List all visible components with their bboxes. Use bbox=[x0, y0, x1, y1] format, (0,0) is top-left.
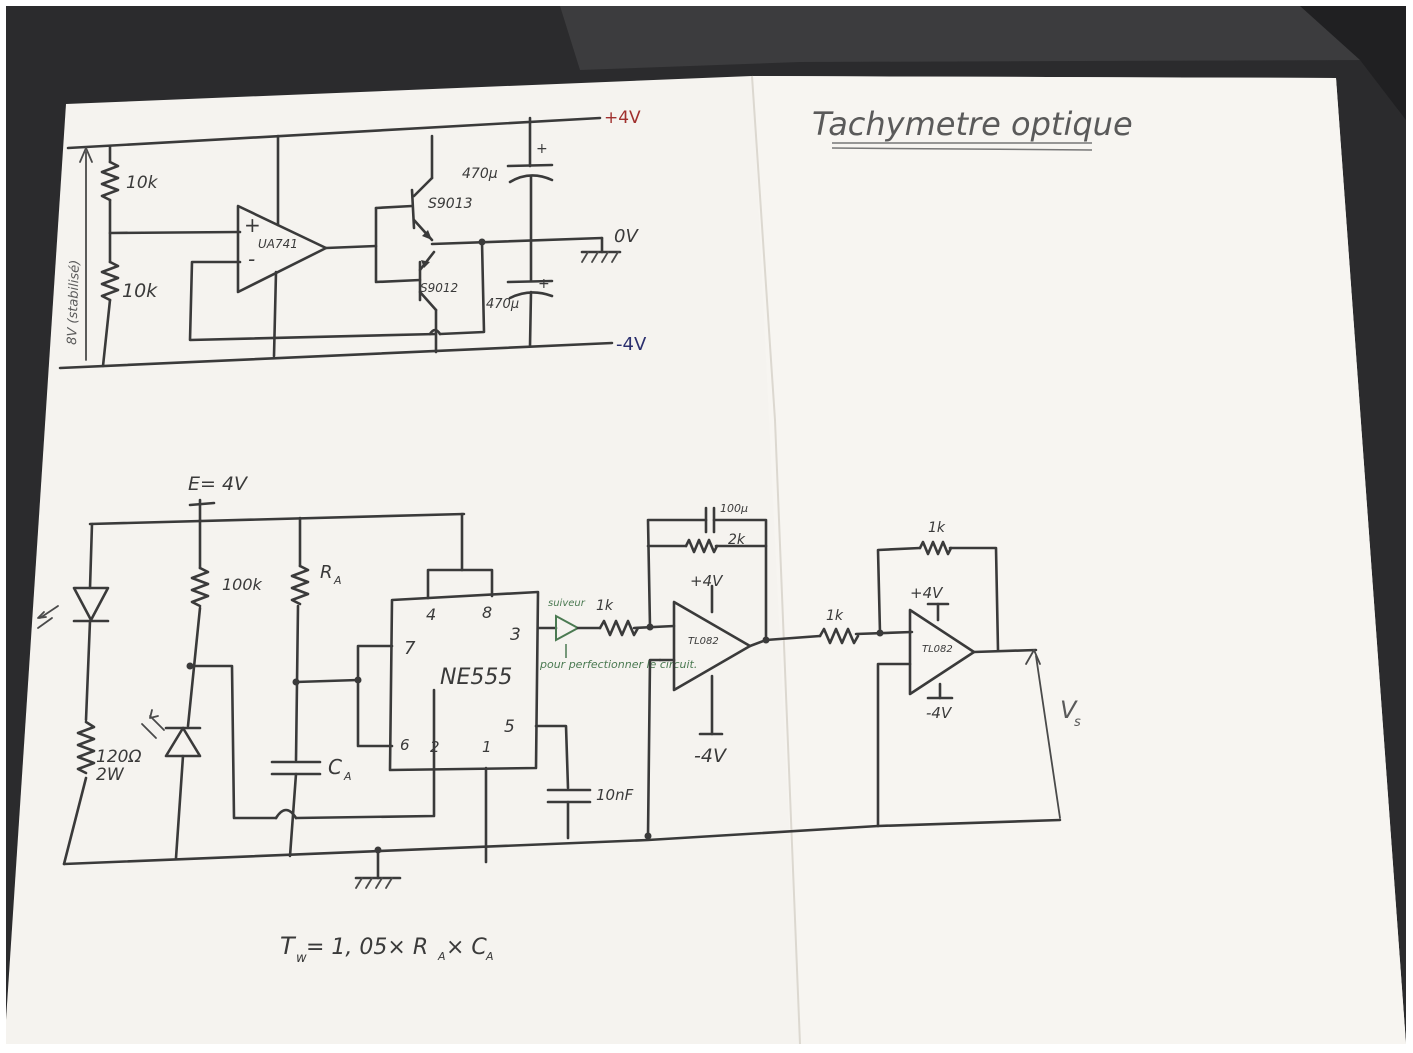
r-led-label: 120Ω bbox=[96, 747, 141, 767]
pin8-label: 8 bbox=[482, 603, 492, 622]
follower-buffer-icon bbox=[555, 614, 581, 642]
c1-plus: + bbox=[536, 141, 548, 157]
opamp-ua741 bbox=[236, 204, 328, 294]
resistor-r1 bbox=[100, 160, 120, 202]
supply-rail bbox=[88, 512, 466, 526]
power-supply-circuit: +4V -4V 8V (stabilisé) 10k 10k + - UA741 bbox=[58, 108, 647, 370]
ra-sub: A bbox=[333, 574, 342, 587]
c1-label: 470µ bbox=[462, 166, 498, 182]
formula-lhs: T bbox=[280, 932, 297, 960]
op2-pos: +4V bbox=[910, 584, 944, 602]
light-receive-icon bbox=[141, 709, 165, 739]
resistor-fb bbox=[684, 538, 719, 554]
vs-label: V bbox=[1060, 696, 1078, 724]
opamp-ua741-label: UA741 bbox=[258, 237, 298, 251]
formula-rhs-a: = 1, 05× R bbox=[306, 935, 428, 960]
follower-label: suiveur bbox=[548, 598, 586, 609]
pin2-label: 2 bbox=[430, 738, 440, 756]
opamp-plus: + bbox=[244, 213, 261, 237]
r-fb-label: 2k bbox=[728, 532, 746, 548]
c2-plus: + bbox=[538, 276, 550, 292]
t2-label: S9012 bbox=[420, 281, 458, 295]
opamp-minus: - bbox=[248, 247, 255, 271]
formula: T w = 1, 05× R A × C A bbox=[280, 932, 494, 966]
op2-label: TL082 bbox=[922, 644, 953, 655]
output-voltage-arrow bbox=[1035, 655, 1061, 819]
opamp-tl082-2 bbox=[908, 608, 976, 696]
resistor-fb2 bbox=[918, 540, 953, 556]
resistor-led bbox=[76, 720, 96, 775]
c-fb-label: 100µ bbox=[720, 502, 748, 515]
r-in1-label: 1k bbox=[596, 598, 614, 614]
pin6-label: 6 bbox=[400, 736, 410, 754]
formula-rhs-b: × C bbox=[446, 935, 487, 960]
op1-label: TL082 bbox=[688, 636, 719, 647]
vs-sub: s bbox=[1074, 715, 1081, 730]
ca-label: C bbox=[328, 755, 342, 779]
ic-ne555 bbox=[388, 590, 540, 772]
r1-label: 10k bbox=[126, 173, 159, 193]
rail-negative bbox=[58, 341, 614, 370]
paper-fold bbox=[751, 75, 801, 1045]
r-photo-label: 100k bbox=[222, 575, 263, 594]
r-in2-label: 1k bbox=[826, 608, 844, 624]
resistor-100k bbox=[190, 566, 210, 608]
page-title: Tachymetre optique bbox=[812, 105, 1133, 143]
formula-rhs-sub2: A bbox=[485, 950, 494, 963]
pin5-label: 5 bbox=[504, 717, 515, 737]
output-arrow-icon bbox=[1025, 649, 1041, 665]
title-underline-2 bbox=[831, 147, 1093, 151]
paper-right-half bbox=[752, 76, 1406, 1044]
zero-volt-label: 0V bbox=[614, 226, 639, 247]
pin4-label: 4 bbox=[426, 605, 436, 624]
ic-label: NE555 bbox=[440, 665, 512, 690]
op2-neg: -4V bbox=[926, 704, 953, 722]
resistor-in1 bbox=[598, 619, 640, 637]
resistor-r2 bbox=[100, 260, 120, 302]
op1-pos: +4V bbox=[690, 572, 724, 590]
light-emission-icon bbox=[37, 605, 59, 629]
op1-neg: -4V bbox=[694, 745, 728, 767]
r2-label: 10k bbox=[122, 280, 158, 302]
ca-sub: A bbox=[343, 770, 352, 783]
supply-label: E= 4V bbox=[188, 473, 249, 495]
c2-label: 470µ bbox=[486, 297, 519, 312]
ground-rail bbox=[62, 818, 1062, 866]
resistor-in2 bbox=[818, 627, 860, 645]
ra-label: R bbox=[320, 562, 333, 583]
tachometer-circuit: E= 4V 120Ω 2W 100k R A bbox=[37, 473, 1081, 889]
c-ctrl-label: 10nF bbox=[596, 786, 634, 804]
arrow-head-icon bbox=[79, 147, 93, 163]
capacitor-c2 bbox=[506, 279, 554, 284]
t1-label: S9013 bbox=[428, 196, 473, 212]
capacitor-c1 bbox=[506, 163, 554, 168]
opamp-tl082-1 bbox=[672, 600, 752, 692]
led-icon bbox=[72, 586, 110, 622]
formula-rhs-sub1: A bbox=[437, 950, 446, 963]
shadow-corner bbox=[1300, 6, 1406, 120]
rail-positive bbox=[66, 116, 602, 150]
device-edge bbox=[560, 6, 1370, 70]
transistor-s9013 bbox=[410, 188, 416, 230]
pin7-label: 7 bbox=[404, 638, 416, 659]
rail-negative-label: -4V bbox=[616, 334, 647, 355]
pin3-label: 3 bbox=[510, 625, 521, 645]
resistor-ra bbox=[290, 564, 310, 606]
formula-lhs-sub: w bbox=[296, 951, 307, 966]
r-fb2-label: 1k bbox=[928, 520, 946, 536]
pin1-label: 1 bbox=[482, 738, 492, 756]
side-voltage-label: 8V (stabilisé) bbox=[65, 260, 83, 346]
r-led-power-label: 2W bbox=[96, 765, 125, 785]
rail-positive-label: +4V bbox=[604, 108, 641, 128]
